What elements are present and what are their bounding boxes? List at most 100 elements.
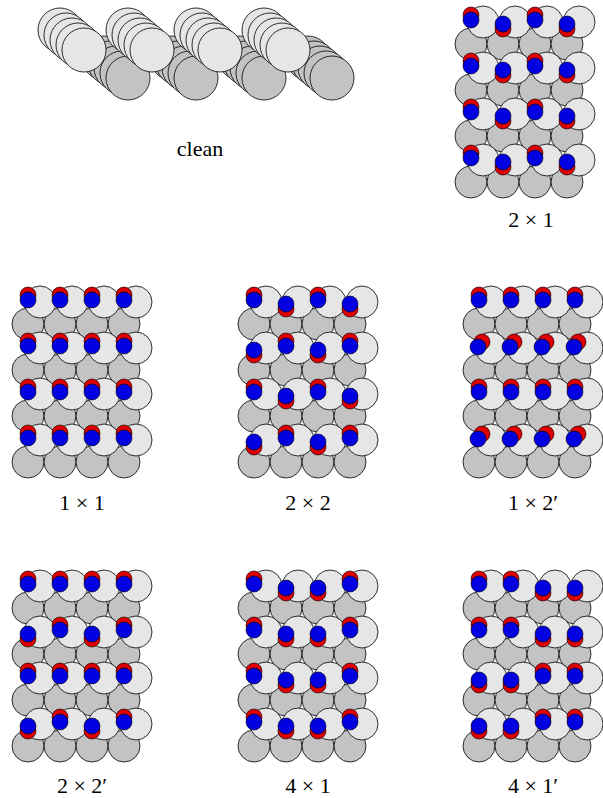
adsorbed-atom — [52, 292, 68, 308]
adsorbed-atom — [20, 384, 36, 400]
adsorbate — [246, 617, 262, 638]
adsorbate — [84, 571, 100, 592]
adsorbed-atom — [495, 108, 511, 124]
adsorbed-atom — [502, 431, 518, 447]
adsorbate — [246, 571, 262, 592]
adsorbate — [535, 580, 551, 601]
adsorbed-atom — [116, 714, 132, 730]
adsorbed-atom — [278, 338, 294, 354]
adsorbate — [246, 342, 262, 363]
adsorbate-panel — [12, 286, 152, 478]
adsorbed-atom — [116, 576, 132, 592]
adsorbed-atom — [116, 622, 132, 638]
adsorbed-atom — [278, 296, 294, 312]
adsorbed-atom — [116, 384, 132, 400]
adsorbed-atom — [342, 338, 358, 354]
adsorbate — [116, 379, 132, 400]
adsorbate — [503, 379, 519, 400]
adsorbate — [310, 718, 326, 739]
substrate-atom — [310, 56, 354, 100]
adsorbed-atom — [278, 626, 294, 642]
adsorbed-atom — [559, 154, 575, 170]
adsorbate — [278, 626, 294, 647]
adsorbed-atom — [342, 622, 358, 638]
adsorbed-atom — [52, 714, 68, 730]
adsorbed-atom — [495, 154, 511, 170]
adsorbed-atom — [503, 292, 519, 308]
adsorbate — [84, 663, 100, 684]
adsorbate — [246, 434, 262, 455]
adsorbed-atom — [52, 430, 68, 446]
adsorbed-atom — [84, 668, 100, 684]
adsorbed-atom — [342, 430, 358, 446]
adsorbed-atom — [84, 384, 100, 400]
adsorbate — [503, 287, 519, 308]
adsorbed-atom — [567, 580, 583, 596]
adsorbed-atom — [84, 338, 100, 354]
adsorbate — [52, 571, 68, 592]
surface-atom — [130, 28, 174, 72]
adsorbate — [310, 379, 326, 400]
adsorbed-atom — [246, 434, 262, 450]
adsorbed-atom — [20, 430, 36, 446]
adsorbed-atom — [84, 718, 100, 734]
adsorbed-atom — [116, 292, 132, 308]
adsorbate — [503, 617, 519, 638]
adsorbate — [495, 108, 511, 129]
adsorbate — [278, 672, 294, 693]
adsorbed-atom — [310, 718, 326, 734]
adsorbed-atom — [527, 58, 543, 74]
adsorbate — [246, 709, 262, 730]
adsorbate — [84, 425, 100, 446]
adsorbed-atom — [278, 388, 294, 404]
adsorbate — [567, 709, 583, 730]
panel-label: 2 × 1 — [508, 207, 553, 233]
adsorbed-atom — [246, 622, 262, 638]
adsorbate — [559, 62, 575, 83]
adsorbate — [52, 287, 68, 308]
adsorbate — [52, 617, 68, 638]
adsorbate — [52, 709, 68, 730]
adsorbed-atom — [310, 342, 326, 358]
adsorbate — [535, 626, 551, 647]
adsorbed-atom — [495, 16, 511, 32]
adsorbed-atom — [471, 622, 487, 638]
adsorbate — [471, 672, 487, 693]
adsorbed-atom — [52, 668, 68, 684]
adsorbate — [310, 580, 326, 601]
adsorbed-atom — [310, 626, 326, 642]
adsorbate — [278, 296, 294, 317]
adsorbate — [116, 425, 132, 446]
adsorbate — [310, 434, 326, 455]
adsorbate — [567, 287, 583, 308]
adsorbate — [527, 99, 543, 120]
adsorbate — [20, 333, 36, 354]
adsorbate — [310, 287, 326, 308]
panel-label: 2 × 2′ — [57, 773, 107, 798]
adsorbed-atom — [495, 62, 511, 78]
adsorbate — [566, 426, 586, 447]
adsorbate — [20, 571, 36, 592]
adsorbate — [527, 7, 543, 28]
adsorbate — [20, 425, 36, 446]
adsorbed-atom — [567, 714, 583, 730]
adsorbate — [52, 379, 68, 400]
adsorbate — [20, 626, 36, 647]
adsorbed-atom — [342, 576, 358, 592]
adsorbate — [535, 287, 551, 308]
adsorbate — [342, 425, 358, 446]
adsorbed-atom — [463, 58, 479, 74]
adsorbed-atom — [527, 104, 543, 120]
adsorbate-panel — [238, 570, 378, 762]
adsorbate — [535, 663, 551, 684]
adsorbate — [278, 580, 294, 601]
adsorbed-atom — [278, 672, 294, 688]
surface-atom — [266, 28, 310, 72]
adsorbate — [116, 709, 132, 730]
adsorbate — [52, 663, 68, 684]
panel-label: 1 × 1 — [59, 490, 104, 516]
adsorbate — [567, 626, 583, 647]
adsorbed-atom — [84, 292, 100, 308]
adsorbed-atom — [20, 718, 36, 734]
adsorbed-atom — [471, 292, 487, 308]
